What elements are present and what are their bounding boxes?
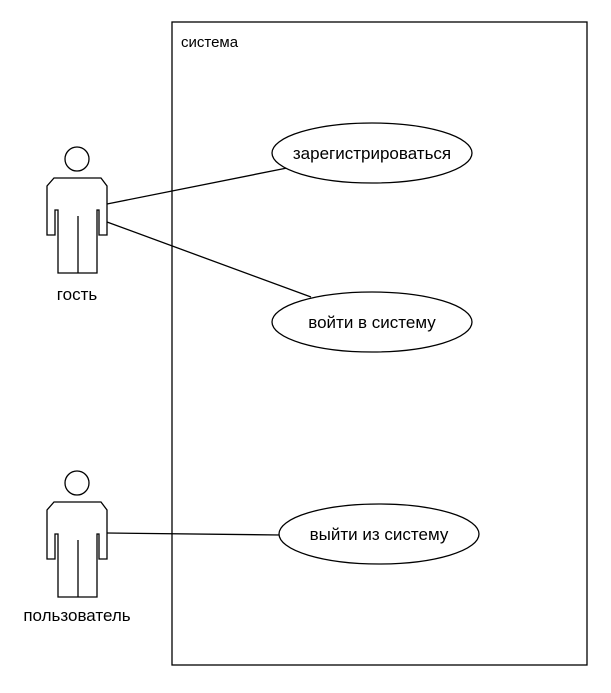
use-case-logout-ellipse[interactable] bbox=[278, 503, 480, 565]
use-case-login-ellipse[interactable] bbox=[271, 291, 473, 353]
use-case-logout-label: выйти из систему bbox=[310, 525, 449, 544]
system-boundary-label: система bbox=[181, 34, 239, 51]
actor-user[interactable]: пользователь bbox=[23, 470, 131, 625]
system-boundary-rect bbox=[171, 21, 588, 666]
actor-figure-icon bbox=[46, 470, 108, 598]
actor-user-label: пользователь bbox=[23, 606, 130, 625]
actor-guest[interactable]: гость bbox=[46, 146, 108, 304]
actor-figure-icon bbox=[46, 146, 108, 274]
use-case-register-ellipse[interactable] bbox=[271, 122, 473, 184]
use-case-logout[interactable]: выйти из систему bbox=[278, 503, 480, 565]
association-user-logout bbox=[106, 532, 281, 536]
use-case-register-label: зарегистрироваться bbox=[293, 144, 451, 163]
actor-guest-label: гость bbox=[57, 285, 98, 304]
use-case-login-label: войти в систему bbox=[308, 313, 436, 332]
use-case-login[interactable]: войти в систему bbox=[271, 291, 473, 353]
association-guest-register bbox=[106, 167, 288, 205]
system-boundary: система bbox=[171, 21, 588, 666]
association-guest-login bbox=[106, 221, 312, 298]
associations bbox=[106, 167, 312, 536]
use-case-register[interactable]: зарегистрироваться bbox=[271, 122, 473, 184]
